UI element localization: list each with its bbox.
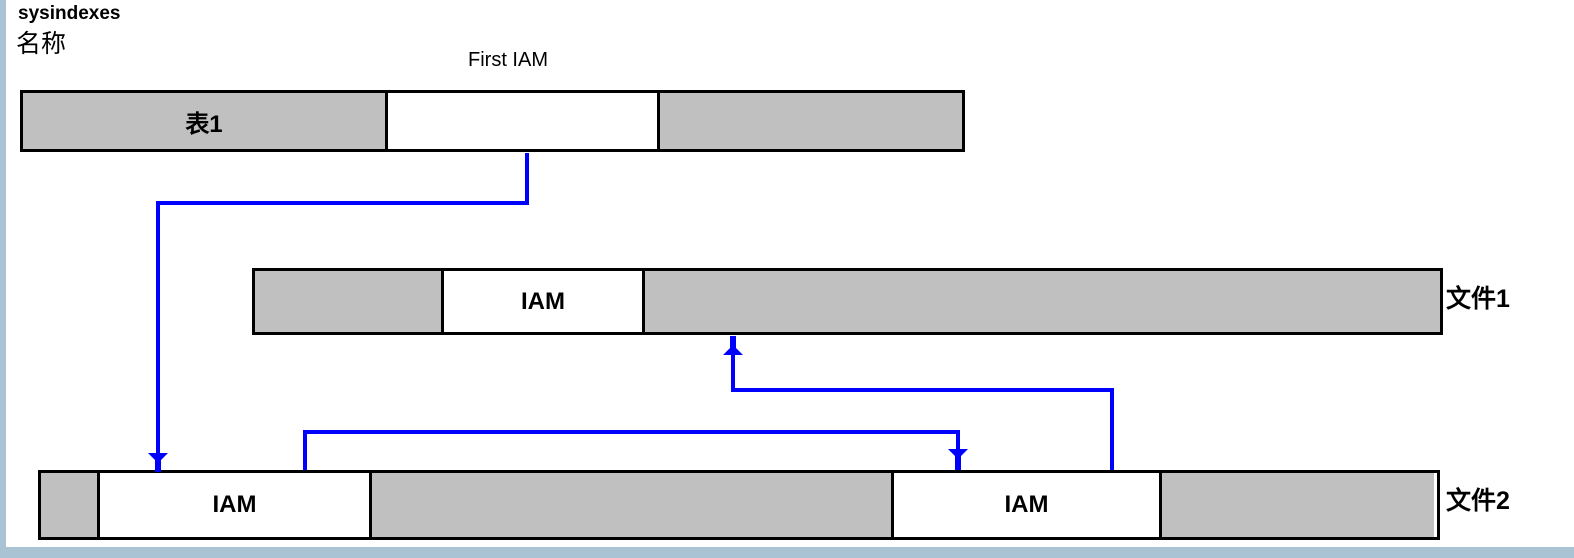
file1-bar: IAM <box>252 268 1443 335</box>
sysindexes-row: 表1 <box>20 90 965 152</box>
file2-cell-iam-2-label: IAM <box>1004 491 1049 518</box>
page-title: sysindexes <box>18 3 121 24</box>
file1-label: 文件1 <box>1446 285 1510 313</box>
file1-cell-pages-right <box>645 271 1440 332</box>
first-iam-label: First IAM <box>468 49 548 71</box>
page-frame-bottom <box>0 547 1574 558</box>
file2-cell-pages-a <box>41 473 100 537</box>
sysindexes-cell-table-name: 表1 <box>23 93 388 149</box>
page-frame-left <box>0 0 6 558</box>
sysindexes-cell-table-name-label: 表1 <box>185 110 223 138</box>
page-frame-inner-left <box>6 0 9 547</box>
file2-cell-pages-b <box>372 473 894 537</box>
file1-cell-pages-left <box>255 271 444 332</box>
sysindexes-cell-trailing <box>660 93 962 149</box>
file2-cell-pages-c <box>1162 473 1434 537</box>
file2-cell-iam-2: IAM <box>894 473 1162 537</box>
file2-cell-iam-1-label: IAM <box>212 491 257 518</box>
file1-cell-iam: IAM <box>444 271 645 332</box>
file2-label: 文件2 <box>1446 487 1510 515</box>
sysindexes-cell-first-iam <box>388 93 660 149</box>
file1-cell-iam-label: IAM <box>521 287 565 315</box>
column-header-name: 名称 <box>16 30 67 58</box>
file2-bar: IAM IAM <box>38 470 1440 540</box>
connector-file2-iam2-to-file1-iam <box>723 336 1114 470</box>
file2-cell-iam-1: IAM <box>100 473 372 537</box>
connector-file2-iam1-to-file2-iam2 <box>303 430 968 470</box>
